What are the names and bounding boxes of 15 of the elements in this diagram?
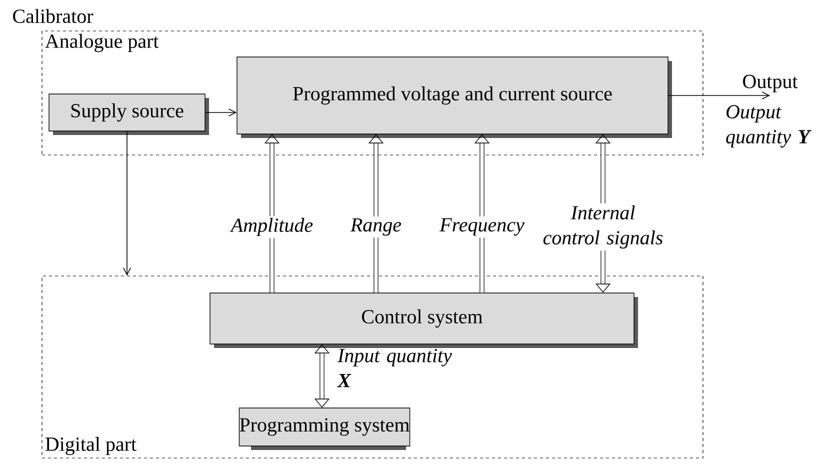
edge-label: Frequency (438, 216, 526, 238)
arrow (123, 130, 131, 276)
process-box: Control system (210, 292, 638, 348)
process-box: Programming system (238, 408, 410, 450)
process-box: Programmed voltage and current source (236, 56, 672, 138)
process-box: Supply source (48, 94, 209, 135)
arrow (668, 92, 770, 100)
edge-label: Internal control signals (526, 203, 680, 251)
title: Calibrator (13, 8, 94, 24)
edge-label: Amplitude (228, 216, 316, 238)
quantity-label: Output quantity Y (726, 105, 812, 148)
edge-label: Input quantity X (337, 348, 452, 388)
output-label: Output (743, 74, 798, 92)
edge-label: Range (348, 216, 404, 238)
arrow (204, 108, 237, 116)
